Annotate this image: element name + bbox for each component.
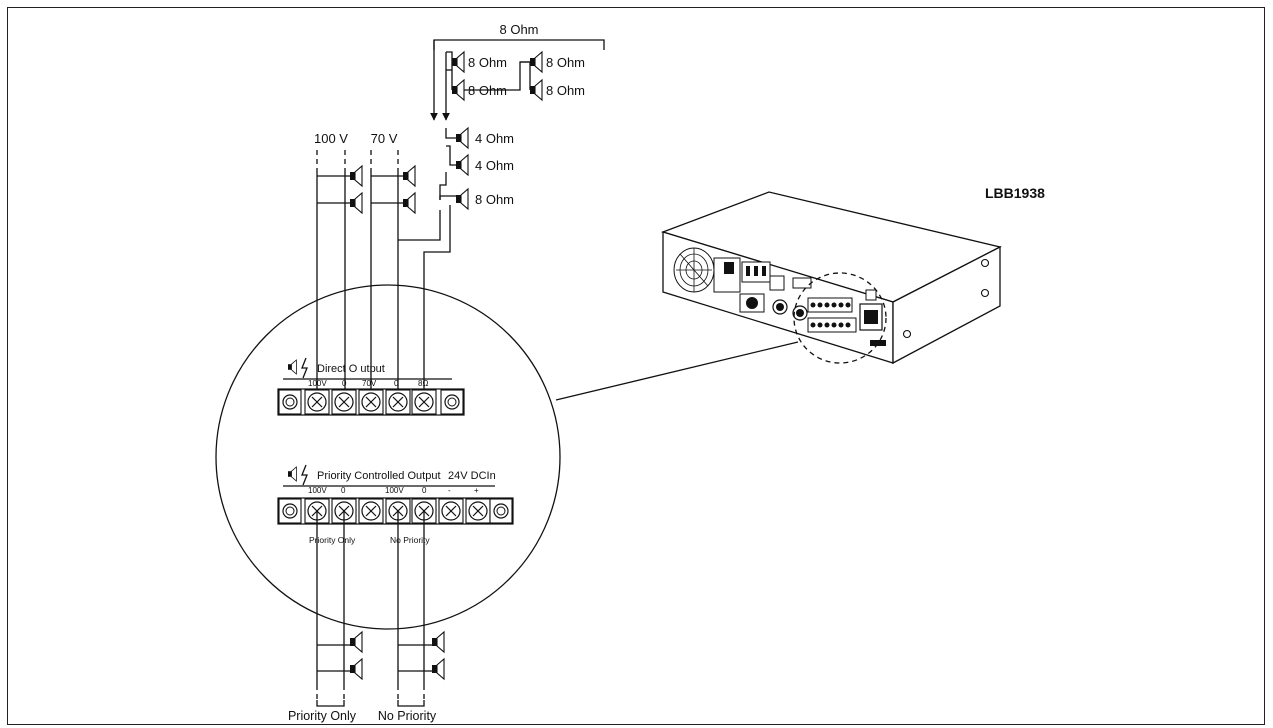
speaker-icon: [529, 51, 543, 73]
speaker-icon: [349, 658, 363, 680]
speaker-icon: [402, 192, 416, 214]
screw-terminal-icon: [465, 498, 491, 524]
direct-output-title: Direct O utput: [317, 363, 385, 375]
terminal-label: 100V: [385, 486, 404, 495]
screw-terminal-icon: [489, 498, 513, 524]
model-label: LBB1938: [985, 185, 1045, 201]
terminal-label: 100V: [308, 379, 327, 388]
speaker-impedance-label: 8 Ohm: [546, 55, 585, 70]
direct-output-terminal: Direct O utput 100V 0 70V 0 8Ω: [277, 357, 465, 416]
speaker-impedance-label: 8 Ohm: [546, 83, 585, 98]
top-speaker-network: 8 Ohm 8 Ohm 8 Ohm 8 Ohm 8 Ohm 4 Ohm 4 Oh…: [430, 22, 605, 218]
callout-line: [555, 341, 799, 401]
line-voltage-section: 100 V 70 V: [314, 131, 451, 395]
speaker-icon: [431, 658, 445, 680]
terminal-label: 0: [341, 486, 346, 495]
speaker-icon: [349, 631, 363, 653]
screw-terminal-icon: [385, 389, 411, 415]
lightning-icon: [301, 357, 308, 379]
speaker-impedance-label: 4 Ohm: [475, 131, 514, 146]
speaker-icon: [288, 466, 297, 482]
speaker-icon: [451, 51, 465, 73]
terminal-label: 8Ω: [418, 379, 428, 388]
priority-output-terminal: Priority Controlled Output 24V DCIn 100V…: [277, 464, 514, 545]
screw-terminal-icon: [440, 389, 464, 415]
group-label-no-priority: No Priority: [390, 535, 430, 545]
magnifier-circle: [215, 284, 561, 630]
label-70v: 70 V: [371, 131, 398, 146]
lightning-icon: [301, 464, 308, 486]
speaker-icon: [431, 631, 445, 653]
speaker-impedance-label: 4 Ohm: [475, 158, 514, 173]
bottom-label-priority-only: Priority Only: [288, 709, 357, 723]
speaker-impedance-label: 8 Ohm: [475, 192, 514, 207]
screw-terminal-icon: [278, 498, 302, 524]
terminal-label: +: [474, 486, 479, 495]
terminal-label: 0: [342, 379, 347, 388]
highlight-ellipse: [793, 272, 887, 364]
terminal-label: 0: [422, 486, 427, 495]
screw-terminal-icon: [358, 389, 384, 415]
screw-terminal-icon: [278, 389, 302, 415]
speaker-icon: [455, 154, 469, 176]
bottom-label-no-priority: No Priority: [378, 709, 437, 723]
screw-terminal-icon: [411, 389, 437, 415]
speaker-impedance-label: 8 Ohm: [468, 55, 507, 70]
speaker-impedance-label: 8 Ohm: [468, 83, 507, 98]
label-100v: 100 V: [314, 131, 348, 146]
dc-input-title: 24V DCIn: [448, 470, 496, 482]
speaker-icon: [349, 165, 363, 187]
screw-terminal-icon: [331, 389, 357, 415]
speaker-icon: [402, 165, 416, 187]
amplifier-illustration: LBB1938: [660, 185, 1045, 365]
diagram-frame: [7, 7, 1265, 725]
total-impedance-label: 8 Ohm: [499, 22, 538, 37]
terminal-label: 0: [394, 379, 399, 388]
priority-output-title: Priority Controlled Output: [317, 470, 441, 482]
screw-terminal-icon: [304, 389, 330, 415]
terminal-label: 70V: [362, 379, 377, 388]
speaker-icon: [288, 359, 297, 375]
speaker-icon: [349, 192, 363, 214]
terminal-label: 100V: [308, 486, 327, 495]
group-label-priority-only: Priority Only: [309, 535, 356, 545]
speaker-icon: [529, 79, 543, 101]
speaker-icon: [455, 127, 469, 149]
screw-terminal-icon: [438, 498, 464, 524]
speaker-icon: [451, 79, 465, 101]
speaker-icon: [455, 188, 469, 210]
terminal-label: -: [448, 486, 451, 495]
screw-terminal-icon: [358, 498, 384, 524]
bottom-speaker-lines: Priority Only No Priority: [288, 511, 445, 723]
